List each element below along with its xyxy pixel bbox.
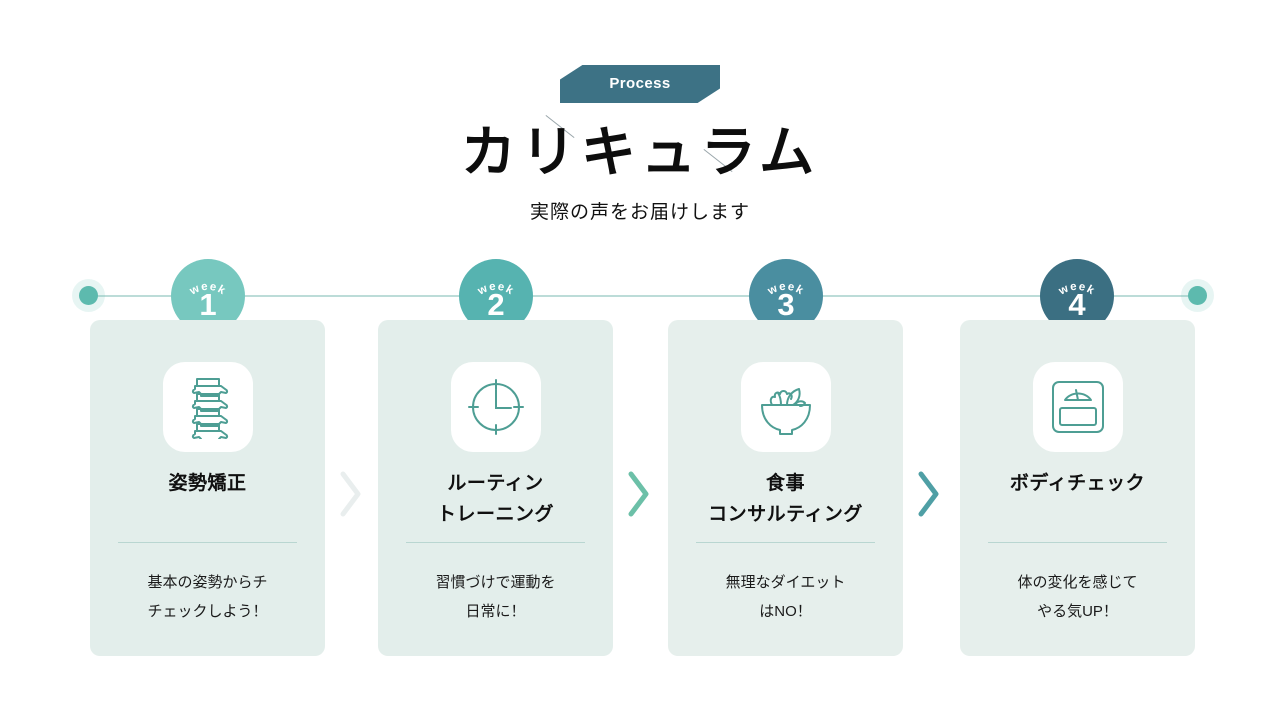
icon-container-1 bbox=[162, 362, 253, 452]
card-divider-2 bbox=[406, 542, 585, 543]
card-divider-3 bbox=[696, 542, 875, 543]
week-number-3: 3 bbox=[777, 287, 795, 322]
timeline-end-halo-icon bbox=[1181, 279, 1214, 312]
chevron-right-icon-1 bbox=[340, 471, 361, 517]
icon-container-4 bbox=[1032, 362, 1123, 452]
card-body-4: 体の変化を感じて やる気UP！ bbox=[1017, 574, 1138, 621]
timeline-rail bbox=[88, 295, 1192, 297]
card-body-2: 習慣づけで運動を 日常に！ bbox=[435, 574, 556, 621]
svg-text:week: week bbox=[765, 281, 806, 298]
step-card-2[interactable]: ルーティン トレーニング 習慣づけで運動を 日常に！ bbox=[378, 320, 613, 656]
card-title-1: 姿勢矯正 bbox=[168, 473, 247, 494]
page-subtitle: 実際の声をお届けします bbox=[529, 202, 750, 223]
svg-text:week: week bbox=[1056, 281, 1097, 298]
card-body-1: 基本の姿勢からチ チェックしよう！ bbox=[147, 574, 268, 621]
step-card-4[interactable]: ボディチェック 体の変化を感じて やる気UP！ bbox=[960, 320, 1195, 656]
clock-icon bbox=[467, 379, 524, 435]
week-arc-text-2: week bbox=[475, 281, 516, 298]
week-number-2: 2 bbox=[487, 287, 505, 322]
week-arc-text-3: week bbox=[765, 281, 806, 298]
body-scale-icon bbox=[1051, 381, 1104, 433]
card-title-2: ルーティン トレーニング bbox=[436, 473, 554, 526]
page-title: カリキュラム bbox=[460, 121, 820, 183]
process-banner: Process bbox=[0, 60, 1280, 172]
week-number-1: 1 bbox=[199, 287, 217, 322]
banner-shape: Process bbox=[560, 65, 720, 103]
card-divider-1 bbox=[118, 542, 297, 543]
week-arc-text-1: week bbox=[187, 281, 228, 298]
svg-text:week: week bbox=[187, 281, 228, 298]
step-card-1[interactable]: 姿勢矯正 基本の姿勢からチ チェックしよう！ bbox=[90, 320, 325, 656]
chevron-right-icon-2 bbox=[628, 471, 649, 517]
banner-label: Process bbox=[609, 74, 671, 92]
icon-container-3 bbox=[740, 362, 831, 452]
card-body-3: 無理なダイエット はNO！ bbox=[725, 574, 846, 621]
card-title-4: ボディチェック bbox=[1009, 473, 1146, 494]
step-card-3[interactable]: 食事 コンサルティング 無理なダイエット はNO！ bbox=[668, 320, 903, 656]
week-arc-text-4: week bbox=[1056, 281, 1097, 298]
card-divider-4 bbox=[988, 542, 1167, 543]
chevron-right-icon-3 bbox=[918, 471, 939, 517]
card-title-3: 食事 コンサルティング bbox=[708, 473, 863, 526]
timeline-end-dot bbox=[1181, 279, 1214, 312]
svg-text:week: week bbox=[475, 281, 516, 298]
timeline-start-halo-icon bbox=[72, 279, 105, 312]
week-number-4: 4 bbox=[1068, 287, 1086, 322]
salad-bowl-icon bbox=[760, 388, 811, 435]
icon-container-2 bbox=[450, 362, 541, 452]
timeline-start-dot bbox=[72, 279, 105, 312]
spine-icon bbox=[191, 378, 228, 439]
